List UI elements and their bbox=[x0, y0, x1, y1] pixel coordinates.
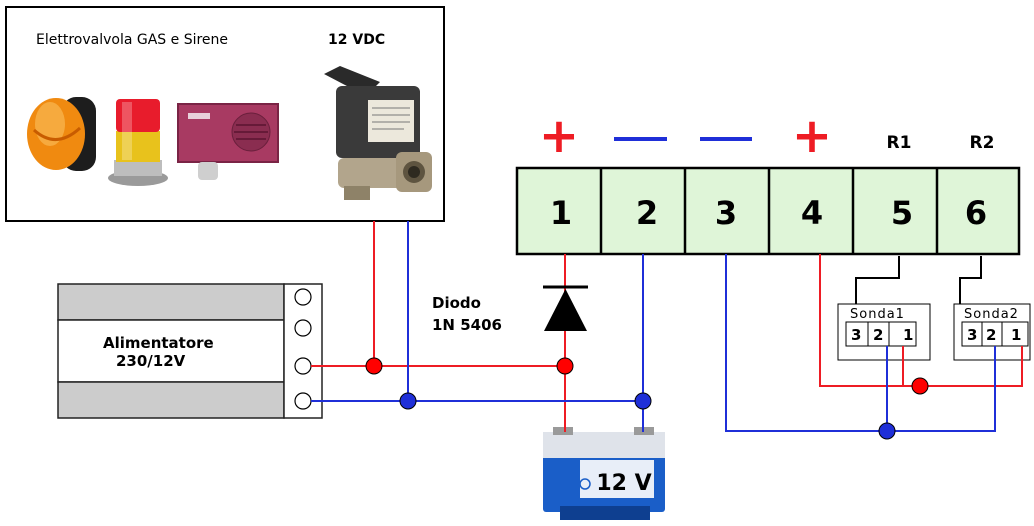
device-box-voltage: 12 VDC bbox=[328, 32, 385, 48]
siren-icon bbox=[177, 103, 279, 180]
diode-label: Diodo bbox=[432, 294, 481, 312]
diode-part-number: 1N 5406 bbox=[432, 316, 502, 334]
diode: Diodo 1N 5406 bbox=[432, 294, 502, 334]
sensor-2-pin-3: 3 bbox=[967, 326, 977, 344]
power-supply: Alimentatore 230/12V bbox=[57, 283, 323, 419]
power-supply-label: Alimentatore bbox=[103, 334, 214, 352]
polarity-labels: + + R1 R2 bbox=[539, 108, 995, 164]
positive-wires bbox=[311, 221, 1023, 432]
tower-light-icon bbox=[108, 99, 168, 186]
sensor-1-pin-2: 2 bbox=[873, 326, 883, 344]
sensor-1: Sonda1 3 2 1 bbox=[837, 303, 931, 361]
terminal-6: 6 bbox=[965, 194, 987, 232]
relay-leads bbox=[855, 256, 982, 304]
diode-symbol bbox=[543, 285, 588, 331]
node-red-supply bbox=[365, 357, 383, 375]
terminal-2: 2 bbox=[636, 194, 658, 232]
relay-label-r1: R1 bbox=[887, 133, 912, 153]
terminal-1: 1 bbox=[550, 194, 572, 232]
polarity-plus-1: + bbox=[539, 108, 579, 164]
sensor-1-name: Sonda1 bbox=[850, 307, 905, 322]
node-blue-sensor bbox=[878, 422, 896, 440]
junction-nodes bbox=[365, 357, 929, 440]
node-red-sensor bbox=[911, 377, 929, 395]
battery-label: 12 V bbox=[596, 471, 651, 496]
sensor-2-pin-1: 1 bbox=[1011, 326, 1021, 344]
node-blue-battery bbox=[634, 392, 652, 410]
terminal-3: 3 bbox=[715, 194, 737, 232]
node-blue-supply bbox=[399, 392, 417, 410]
device-box: Elettrovalvola GAS e Sirene 12 VDC bbox=[5, 6, 445, 222]
device-box-title: Elettrovalvola GAS e Sirene bbox=[36, 32, 228, 48]
terminal-4: 4 bbox=[801, 194, 823, 232]
sensor-2-name: Sonda2 bbox=[964, 307, 1019, 322]
sensor-2: Sonda2 3 2 1 bbox=[953, 303, 1031, 361]
sensor-2-pin-2: 2 bbox=[986, 326, 996, 344]
terminal-5: 5 bbox=[891, 194, 913, 232]
terminal-block: 1 2 3 4 5 6 bbox=[515, 166, 1021, 256]
gas-solenoid-valve-icon bbox=[324, 66, 432, 200]
relay-label-r2: R2 bbox=[970, 133, 995, 153]
strobe-light-icon bbox=[27, 97, 96, 171]
sensor-1-pin-3: 3 bbox=[851, 326, 861, 344]
node-red-diode bbox=[556, 357, 574, 375]
polarity-plus-4: + bbox=[792, 108, 832, 164]
power-supply-rating: 230/12V bbox=[116, 352, 186, 370]
sensor-1-pin-1: 1 bbox=[903, 326, 913, 344]
battery: 12 V bbox=[543, 427, 665, 520]
